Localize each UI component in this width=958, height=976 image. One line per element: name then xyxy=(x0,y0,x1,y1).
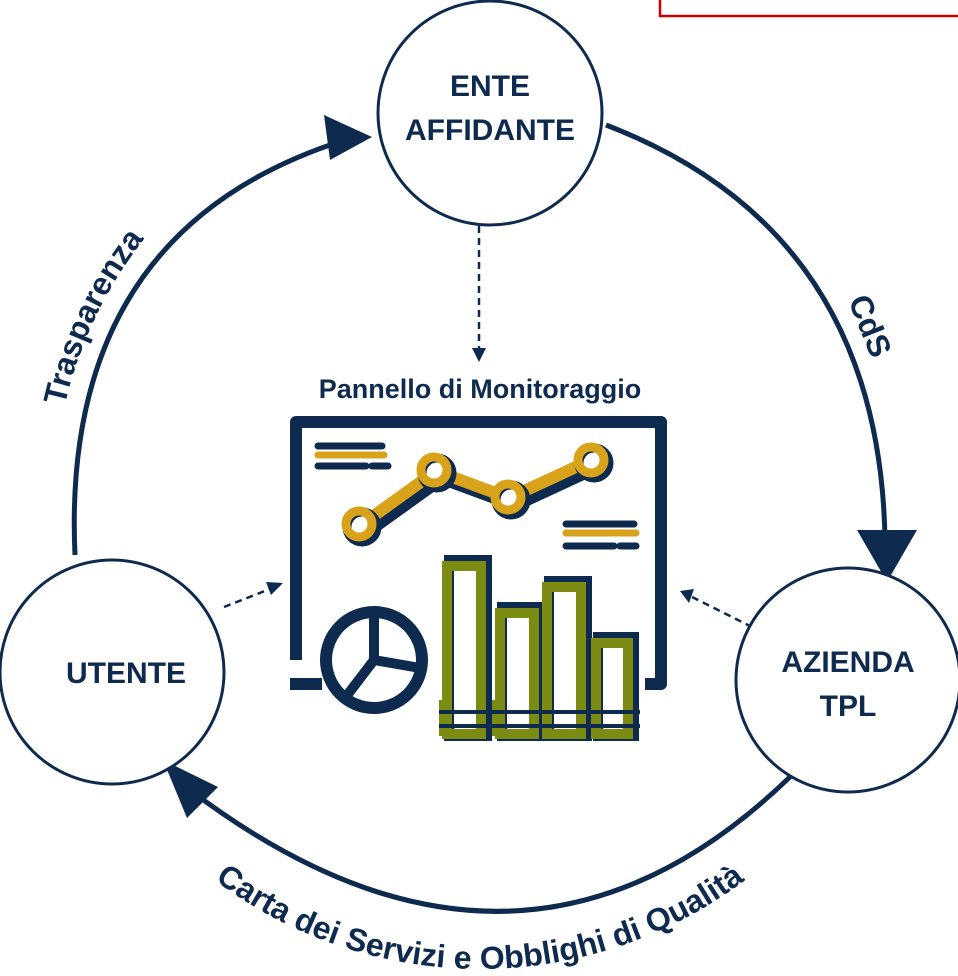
arrowhead-to-ente xyxy=(324,115,372,160)
dashed-arrow-utente-to-panel xyxy=(223,587,271,609)
ente-label-line2: AFFIDANTE xyxy=(405,114,575,147)
dashed-arrowhead-utente xyxy=(266,582,283,595)
arc-ente-to-azienda xyxy=(605,122,888,541)
node-utente: UTENTE xyxy=(0,558,226,786)
dashed-arrow-azienda-to-panel xyxy=(691,595,753,629)
dashed-arrowhead-ente xyxy=(472,348,486,362)
arrowhead-to-azienda xyxy=(857,530,917,582)
node-ente-affidante: ENTE AFFIDANTE xyxy=(376,0,604,227)
bar-chart-icon xyxy=(439,555,640,741)
monitor-frame xyxy=(290,416,667,690)
arc-utente-to-ente xyxy=(71,137,346,556)
flow-label-carta-servizi: Carta dei Servizi e Obblighi di Qualità xyxy=(211,856,750,976)
azienda-label-line2: TPL xyxy=(820,690,877,723)
dashboard-illustration xyxy=(290,416,667,741)
panel-title: Pannello di Monitoraggio xyxy=(319,374,641,404)
legend-lines-left xyxy=(314,442,392,470)
utente-label: UTENTE xyxy=(66,657,186,690)
red-frame-fragment xyxy=(658,0,958,18)
pie-chart-icon xyxy=(320,606,428,714)
node-azienda-tpl: AZIENDA TPL xyxy=(734,566,958,794)
arrowhead-to-utente xyxy=(163,760,218,818)
ente-label-line1: ENTE xyxy=(450,70,530,103)
line-chart-icon xyxy=(341,442,614,547)
dashed-arrowhead-azienda xyxy=(680,589,694,603)
azienda-label-line1: AZIENDA xyxy=(781,646,914,679)
legend-lines-right xyxy=(562,520,640,550)
arc-azienda-to-utente xyxy=(188,773,794,914)
